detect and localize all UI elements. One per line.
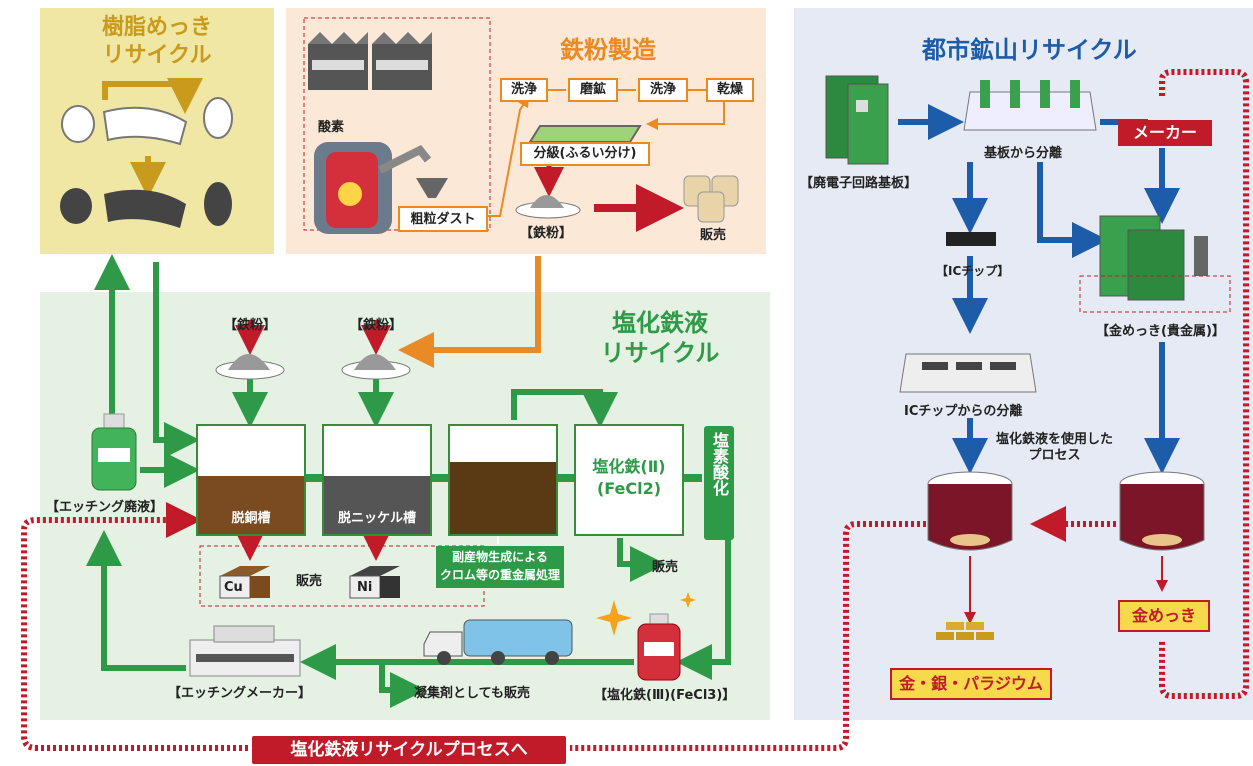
ni-label: Ni [357,580,373,595]
fecl2-line2: (FeCl2) [596,479,662,498]
waste-etchant-bottle [91,413,137,491]
precious-metals-badge: 金・銀・パラジウム [890,668,1052,700]
cu-label: Cu [224,580,243,595]
chlorination-box: 塩素酸化 [704,426,734,540]
furnace-graphic [314,142,448,234]
beaker-left [927,471,1013,551]
process-note-line1: 塩化鉄液を使用した [996,432,1114,447]
classify-box: 分級(ふるい分け) [520,142,650,166]
chlorination-label: 塩素酸化 [710,432,729,496]
copper-removal-tank: 脱銅槽 [196,424,306,536]
iron-input-label-2: 【鉄粉】 [350,318,403,333]
oxygen-label: 酸素 [318,120,345,135]
iron-input-label-1: 【鉄粉】 [224,318,277,333]
step-dry: 乾燥 [706,78,754,102]
iron-process-flow [485,89,739,232]
resin-title-line2: リサイクル [102,43,212,68]
iron-sale-label: 販売 [700,228,727,243]
gold-plating-label: 【金めっき(貴金属)】 [1096,324,1225,339]
ic-separation-label: ICチップからの分離 [904,404,1023,419]
process-note-line2: プロセス [1028,448,1081,463]
settling-tank [448,424,558,536]
truck-graphic [423,619,573,665]
flocculant-label: 凝集剤としても販売 [414,686,530,701]
resin-title: 樹脂めっき リサイクル [40,14,274,70]
separate-label: 基板から分離 [984,146,1063,161]
resin-parts-graphic [60,78,233,228]
process-note: 塩化鉄液を使用した プロセス [996,432,1113,464]
byproduct-box: 副産物生成による クロム等の重金属処理 [436,546,564,588]
urban-title: 都市鉱山リサイクル [922,36,1137,64]
beaker-right [1119,471,1205,551]
gold-bars-graphic [936,622,994,640]
iron-powder-product-label: 【鉄粉】 [520,226,573,241]
ferric-process-banner: 塩化鉄液リサイクルプロセスへ [252,736,566,764]
fecl2-line1: 塩化鉄(Ⅱ) [592,457,666,476]
byproduct-line1: 副産物生成による [452,550,548,564]
ferric-title-line2: リサイクル [600,339,720,367]
step-wash-1: 洗浄 [500,78,548,102]
coarse-dust-label: 粗粒ダスト [410,212,476,227]
byproduct-line2: クロム等の重金属処理 [439,568,560,582]
etching-maker-label: 【エッチングメーカー】 [168,686,312,701]
nickel-tank-label: 脱ニッケル槽 [337,511,416,526]
coarse-dust-box: 粗粒ダスト [398,206,488,232]
step-wash-2: 洗浄 [638,78,688,102]
ic-chip-label: 【ICチップ】 [936,264,1010,278]
iron-pile-1 [215,354,285,380]
iron-pile-2 [341,354,411,380]
ferric-title-line1: 塩化鉄液 [612,309,708,337]
pcb-graphic [825,75,889,165]
ferric-title: 塩化鉄液 リサイクル [590,308,730,368]
pcb-label: 【廃電子回路基板】 [800,176,918,191]
iron-powder-title: 鉄粉製造 [560,36,656,64]
waste-etchant-label: 【エッチング廃液】 [46,500,164,515]
metal-blocks [199,545,485,607]
etching-factory-graphic [189,625,301,677]
fecl2-sale-label: 販売 [652,560,679,575]
metals-sale-label: 販売 [296,574,323,589]
resin-title-line1: 樹脂めっき [101,15,212,40]
maker-box: メーカー [1118,120,1212,146]
gold-board-graphic [1079,215,1231,313]
fecl3-bottle [596,592,696,681]
factory-graphic [303,17,491,231]
fecl3-label: 【塩化鉄(Ⅲ)(FeCl3)】 [594,688,736,703]
copper-tank-label: 脱銅槽 [231,511,271,526]
ic-separation-graphic [899,353,1037,393]
nickel-removal-tank: 脱ニッケル槽 [322,424,432,536]
step-grind: 磨鉱 [568,78,618,102]
bags-graphic [683,175,739,223]
ic-chip-graphic [946,232,996,246]
fecl2-tank: 塩化鉄(Ⅱ) (FeCl2) [574,424,684,536]
gold-plating-badge: 金めっき [1118,600,1210,632]
separator-rack-graphic [963,80,1097,131]
